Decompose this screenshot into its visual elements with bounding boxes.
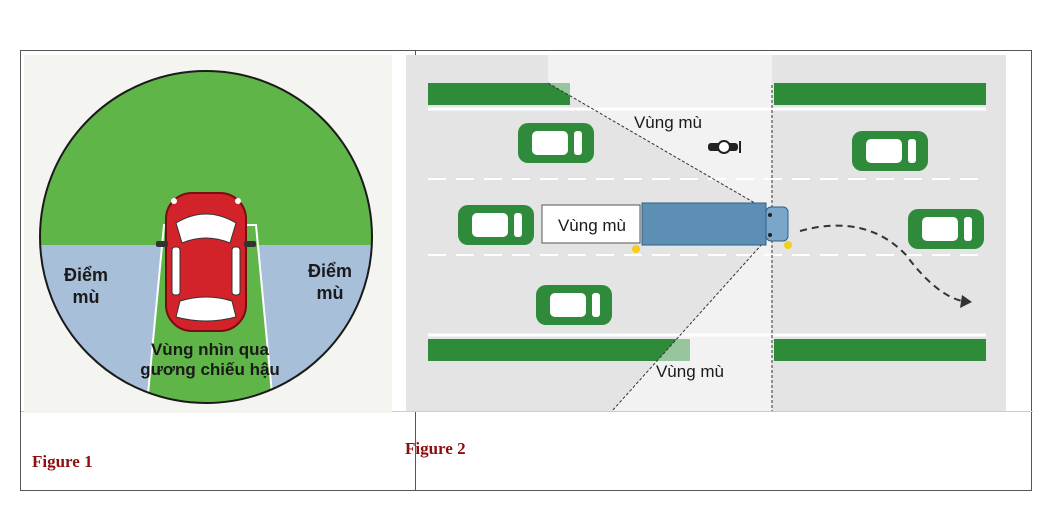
truck [541, 202, 792, 253]
blind-zone-bottom-label: Vùng mù [656, 362, 724, 381]
blind-left-label-1: Điểm [64, 265, 108, 285]
roadside-stripe-bottom-left [428, 339, 690, 361]
lane-change-arrow [799, 224, 963, 302]
roadside-stripe-top-left [428, 83, 570, 105]
figure1-diagram: Điểm mù Điểm mù Vùng nhìn qua gương chiế… [24, 55, 392, 413]
figure2-caption: Figure 2 [405, 439, 466, 458]
view-circle-outline [39, 70, 373, 404]
car-right-middle [908, 209, 984, 249]
arrow-head [960, 295, 972, 308]
roadside-stripe-bottom-right [774, 339, 986, 361]
blind-zone-top-label: Vùng mù [634, 113, 702, 132]
car-left-middle [458, 205, 534, 245]
blind-zone-bottom [612, 233, 772, 411]
mirror-view-label-1: Vùng nhìn qua [151, 340, 270, 359]
blind-right-label-2: mù [317, 283, 344, 303]
figure1-caption: Figure 1 [32, 452, 93, 471]
blind-right-label-1: Điểm [308, 261, 352, 281]
caption-separator-right [415, 411, 1033, 412]
blind-zone-top [548, 55, 772, 213]
car-left-top [518, 123, 594, 163]
car-right-top [852, 131, 928, 171]
mirror-line-top [547, 82, 773, 214]
roadside-stripe-top-right [774, 83, 986, 105]
car-top-view [156, 192, 256, 332]
car-left-bottom [536, 285, 612, 325]
motorcycle [708, 140, 741, 154]
truck-blind-zone-box [541, 204, 641, 244]
mirror-view-label-2: gương chiếu hậu [140, 360, 280, 379]
blind-zone-truck-label: Vùng mù [558, 216, 626, 235]
figure2-diagram: Vùng mù Vùng mù Vùng mù [406, 55, 1006, 411]
blind-left-label-2: mù [73, 287, 100, 307]
